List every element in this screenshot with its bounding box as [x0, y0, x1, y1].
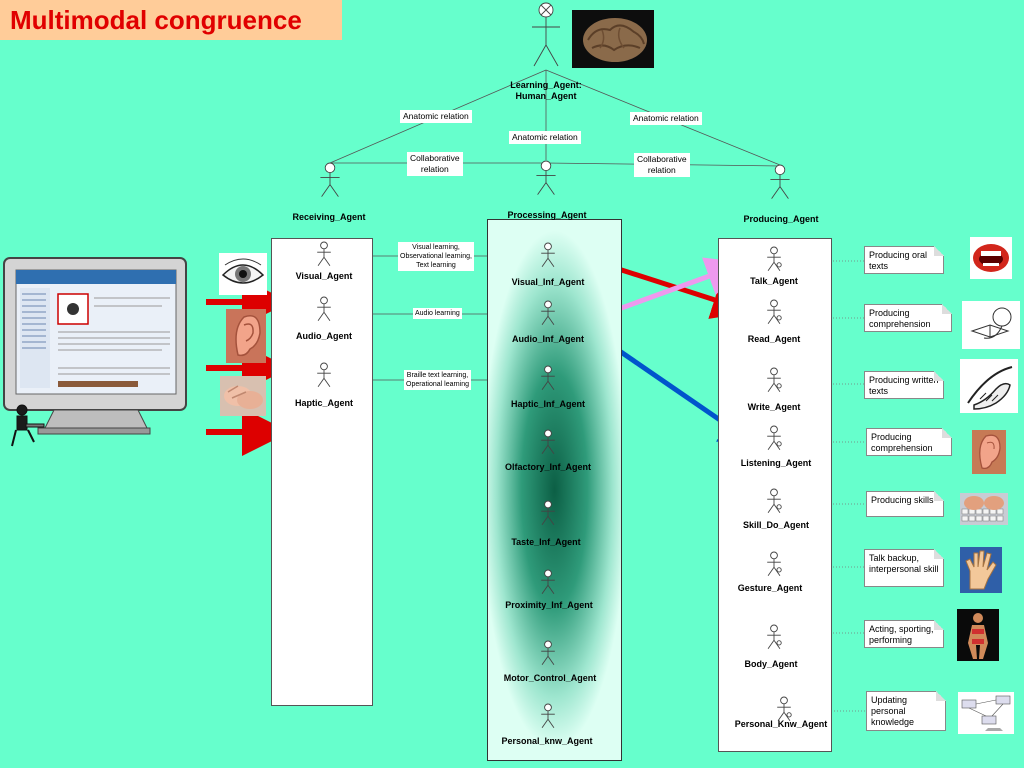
personal-knw-agent-label: Personal_knw_Agent: [501, 736, 593, 746]
taste-inf-agent-label: Taste_Inf_Agent: [511, 537, 581, 547]
processing-actor-5: [541, 500, 555, 526]
producing-actor-3: [767, 367, 782, 393]
write-agent-label: Write_Agent: [747, 402, 801, 412]
producing-actor-8: [777, 696, 792, 722]
processing-actor-2: [541, 300, 555, 326]
brain-photo: [572, 10, 654, 68]
receiving-agent-title: Receiving_Agent: [292, 212, 366, 222]
hands-picture: [220, 376, 266, 416]
producing-actor-1: [767, 246, 782, 272]
processing-actor-7: [541, 640, 555, 666]
gesture-agent-label: Gesture_Agent: [737, 583, 803, 593]
note-producing-oral-texts: Producing oral texts: [864, 246, 944, 274]
processing-agent-actor: [536, 160, 556, 195]
processing-agent-title: Processing_Agent: [507, 210, 587, 220]
collaborative-relation-left: Collaborative relation: [407, 152, 463, 176]
note-acting: Acting, sporting, performing: [864, 620, 944, 648]
collaborative-relation-right: Collaborative relation: [634, 153, 690, 177]
processing-actor-4: [541, 429, 555, 455]
human-agent-actor: [532, 2, 560, 67]
receiving-agent-actor: [320, 162, 340, 197]
read-agent-label: Read_Agent: [747, 334, 801, 344]
eye-picture: [219, 253, 267, 295]
processing-actor-3: [541, 365, 555, 391]
anatomic-relation-center: Anatomic relation: [509, 131, 581, 144]
page-title: Multimodal congruence: [10, 5, 302, 35]
haptic-learning-link: Braille text learning, Operational learn…: [404, 370, 472, 390]
personal-knw-agent-producing-label: Personal_Knw_Agent: [734, 719, 828, 729]
gesture-hand-picture: [960, 547, 1002, 593]
receiving-panel: [271, 238, 373, 706]
producing-agent-actor: [770, 164, 790, 199]
title-banner: Multimodal congruence: [0, 0, 342, 40]
processing-actor-6: [541, 569, 555, 595]
haptic-agent-label: Haptic_Agent: [294, 398, 353, 408]
anatomic-relation-left: Anatomic relation: [400, 110, 472, 123]
haptic-agent-actor: [317, 362, 331, 388]
audio-inf-agent-label: Audio_Inf_Agent: [512, 334, 584, 344]
producing-actor-4: [767, 425, 782, 451]
visual-agent-label: Visual_Agent: [295, 271, 353, 281]
producing-actor-7: [767, 624, 782, 650]
ear-picture-small: [972, 430, 1006, 474]
keyboard-hands-picture: [960, 493, 1008, 525]
mouth-picture: [970, 237, 1012, 279]
audio-agent-label: Audio_Agent: [296, 331, 352, 341]
processing-actor-8: [541, 703, 555, 729]
producing-actor-6: [767, 551, 782, 577]
visual-inf-agent-label: Visual_Inf_Agent: [511, 277, 585, 287]
note-producing-skills: Producing skills: [866, 491, 944, 517]
olfactory-inf-agent-label: Olfactory_Inf_Agent: [504, 462, 591, 472]
reading-picture: [962, 301, 1020, 349]
producing-actor-2: [767, 299, 782, 325]
computer-monitor: [3, 257, 187, 447]
audio-agent-actor: [317, 296, 331, 322]
anatomic-relation-right: Anatomic relation: [630, 112, 702, 125]
visual-agent-actor: [317, 241, 331, 267]
note-producing-written-texts: Producing written texts: [864, 371, 944, 399]
proximity-inf-agent-label: Proximity_Inf_Agent: [505, 600, 593, 610]
input-arrows: [206, 278, 290, 456]
processing-actor-1: [541, 242, 555, 268]
performer-picture: [957, 609, 999, 661]
skill-do-agent-label: Skill_Do_Agent: [742, 520, 809, 530]
processing-panel: [487, 219, 622, 761]
producing-agent-title: Producing_Agent: [743, 214, 819, 224]
human-agent-label: Learning_Agent: Human_Agent: [510, 80, 582, 101]
haptic-inf-agent-label: Haptic_Inf_Agent: [510, 399, 585, 409]
writing-hand-picture: [960, 359, 1018, 413]
audio-learning-link: Audio learning: [413, 308, 462, 319]
note-talk-backup: Talk backup, interpersonal skill: [864, 549, 944, 587]
ear-picture: [226, 309, 266, 363]
diagram-picture: [958, 692, 1014, 734]
talk-agent-label: Talk_Agent: [750, 276, 798, 286]
motor-control-agent-label: Motor_Control_Agent: [503, 673, 597, 683]
note-producing-comprehension-1: Producing comprehension: [864, 304, 952, 332]
note-producing-comprehension-2: Producing comprehension: [866, 428, 952, 456]
visual-learning-link: Visual learning, Observational learning,…: [398, 242, 474, 271]
note-updating-knowledge: Updating personal knowledge: [866, 691, 946, 731]
producing-actor-5: [767, 488, 782, 514]
user-at-desk: [11, 404, 45, 447]
listening-agent-label: Listening_Agent: [740, 458, 812, 468]
body-agent-label: Body_Agent: [744, 659, 798, 669]
